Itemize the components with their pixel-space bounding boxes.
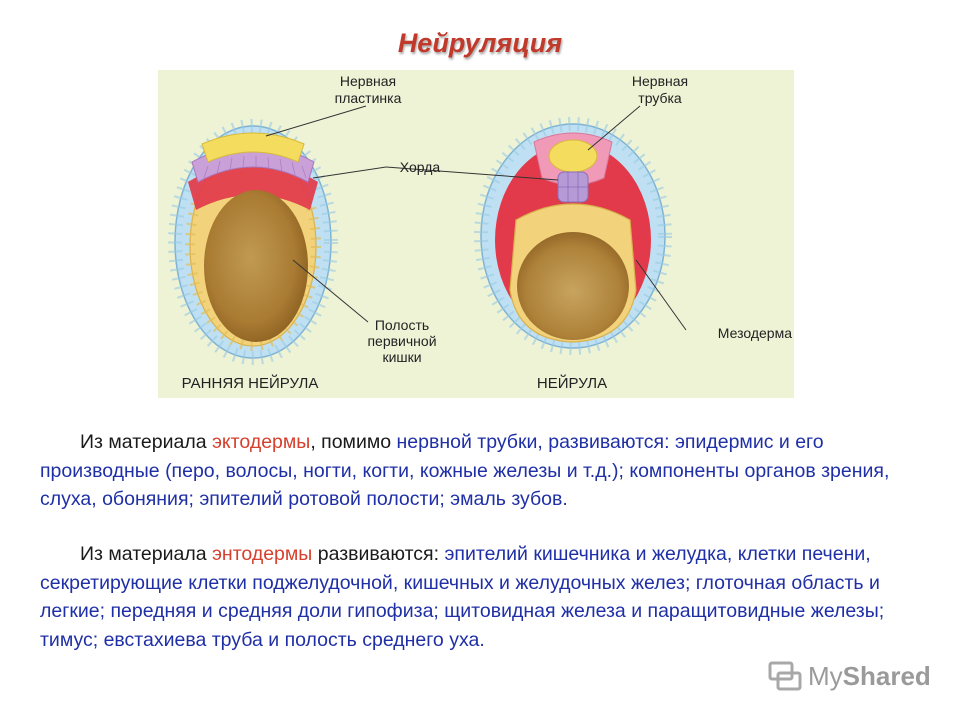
label-cavity-2: первичной — [367, 333, 436, 349]
early-neurula-diagram — [168, 119, 338, 365]
label-neural-plate-2: пластинка — [335, 90, 402, 106]
neural-plate-left — [201, 132, 305, 163]
watermark: MyShared — [768, 656, 931, 696]
mesoderm-left — [188, 162, 318, 210]
primary-gut-cavity-left — [204, 190, 308, 342]
p1-text-1: Из материала — [80, 431, 212, 453]
label-cavity-3: кишки — [382, 349, 421, 365]
paragraph-endoderm: Из материала энтодермы развиваются: эпит… — [40, 540, 900, 654]
myshared-logo-icon — [768, 661, 802, 691]
term-endoderm: энтодермы — [211, 543, 313, 565]
paragraph-ectoderm: Из материала эктодермы, помимо нервной т… — [40, 428, 900, 514]
p1-text-3: , помимо — [310, 431, 397, 453]
neural-tube — [548, 139, 598, 173]
watermark-shared: Shared — [842, 660, 931, 691]
primary-gut-cavity-right — [517, 232, 629, 340]
caption-neurula: НЕЙРУЛА — [537, 374, 607, 392]
term-ectoderm: эктодермы — [211, 431, 311, 453]
label-cavity-1: Полость — [375, 317, 429, 333]
watermark-my: My — [808, 660, 843, 691]
label-neural-tube-2: трубка — [638, 90, 682, 106]
p1-text-5: , развиваются: эпидермис и его производн… — [40, 431, 890, 511]
label-chorda: Хорда — [400, 159, 441, 175]
label-mesoderm: Мезодерма — [718, 325, 792, 341]
p2-text-1: Из материала — [80, 543, 212, 565]
label-neural-tube-1: Нервная — [632, 73, 688, 89]
term-neural-tube: нервной трубки — [396, 431, 538, 453]
page-title: Нейруляция — [397, 28, 563, 58]
neurula-diagram — [474, 117, 672, 355]
caption-early-neurula: РАННЯЯ НЕЙРУЛА — [182, 374, 319, 392]
p2-text-3-head: развиваются: — [312, 543, 445, 565]
neurulation-figure: Нервная пластинка Нервная трубка Хорда П… — [158, 70, 794, 398]
p2-text-3: эпителий кишечника и желудка, клетки печ… — [40, 543, 885, 651]
pointer-lines — [265, 105, 687, 331]
label-neural-plate-1: Нервная — [340, 73, 396, 89]
